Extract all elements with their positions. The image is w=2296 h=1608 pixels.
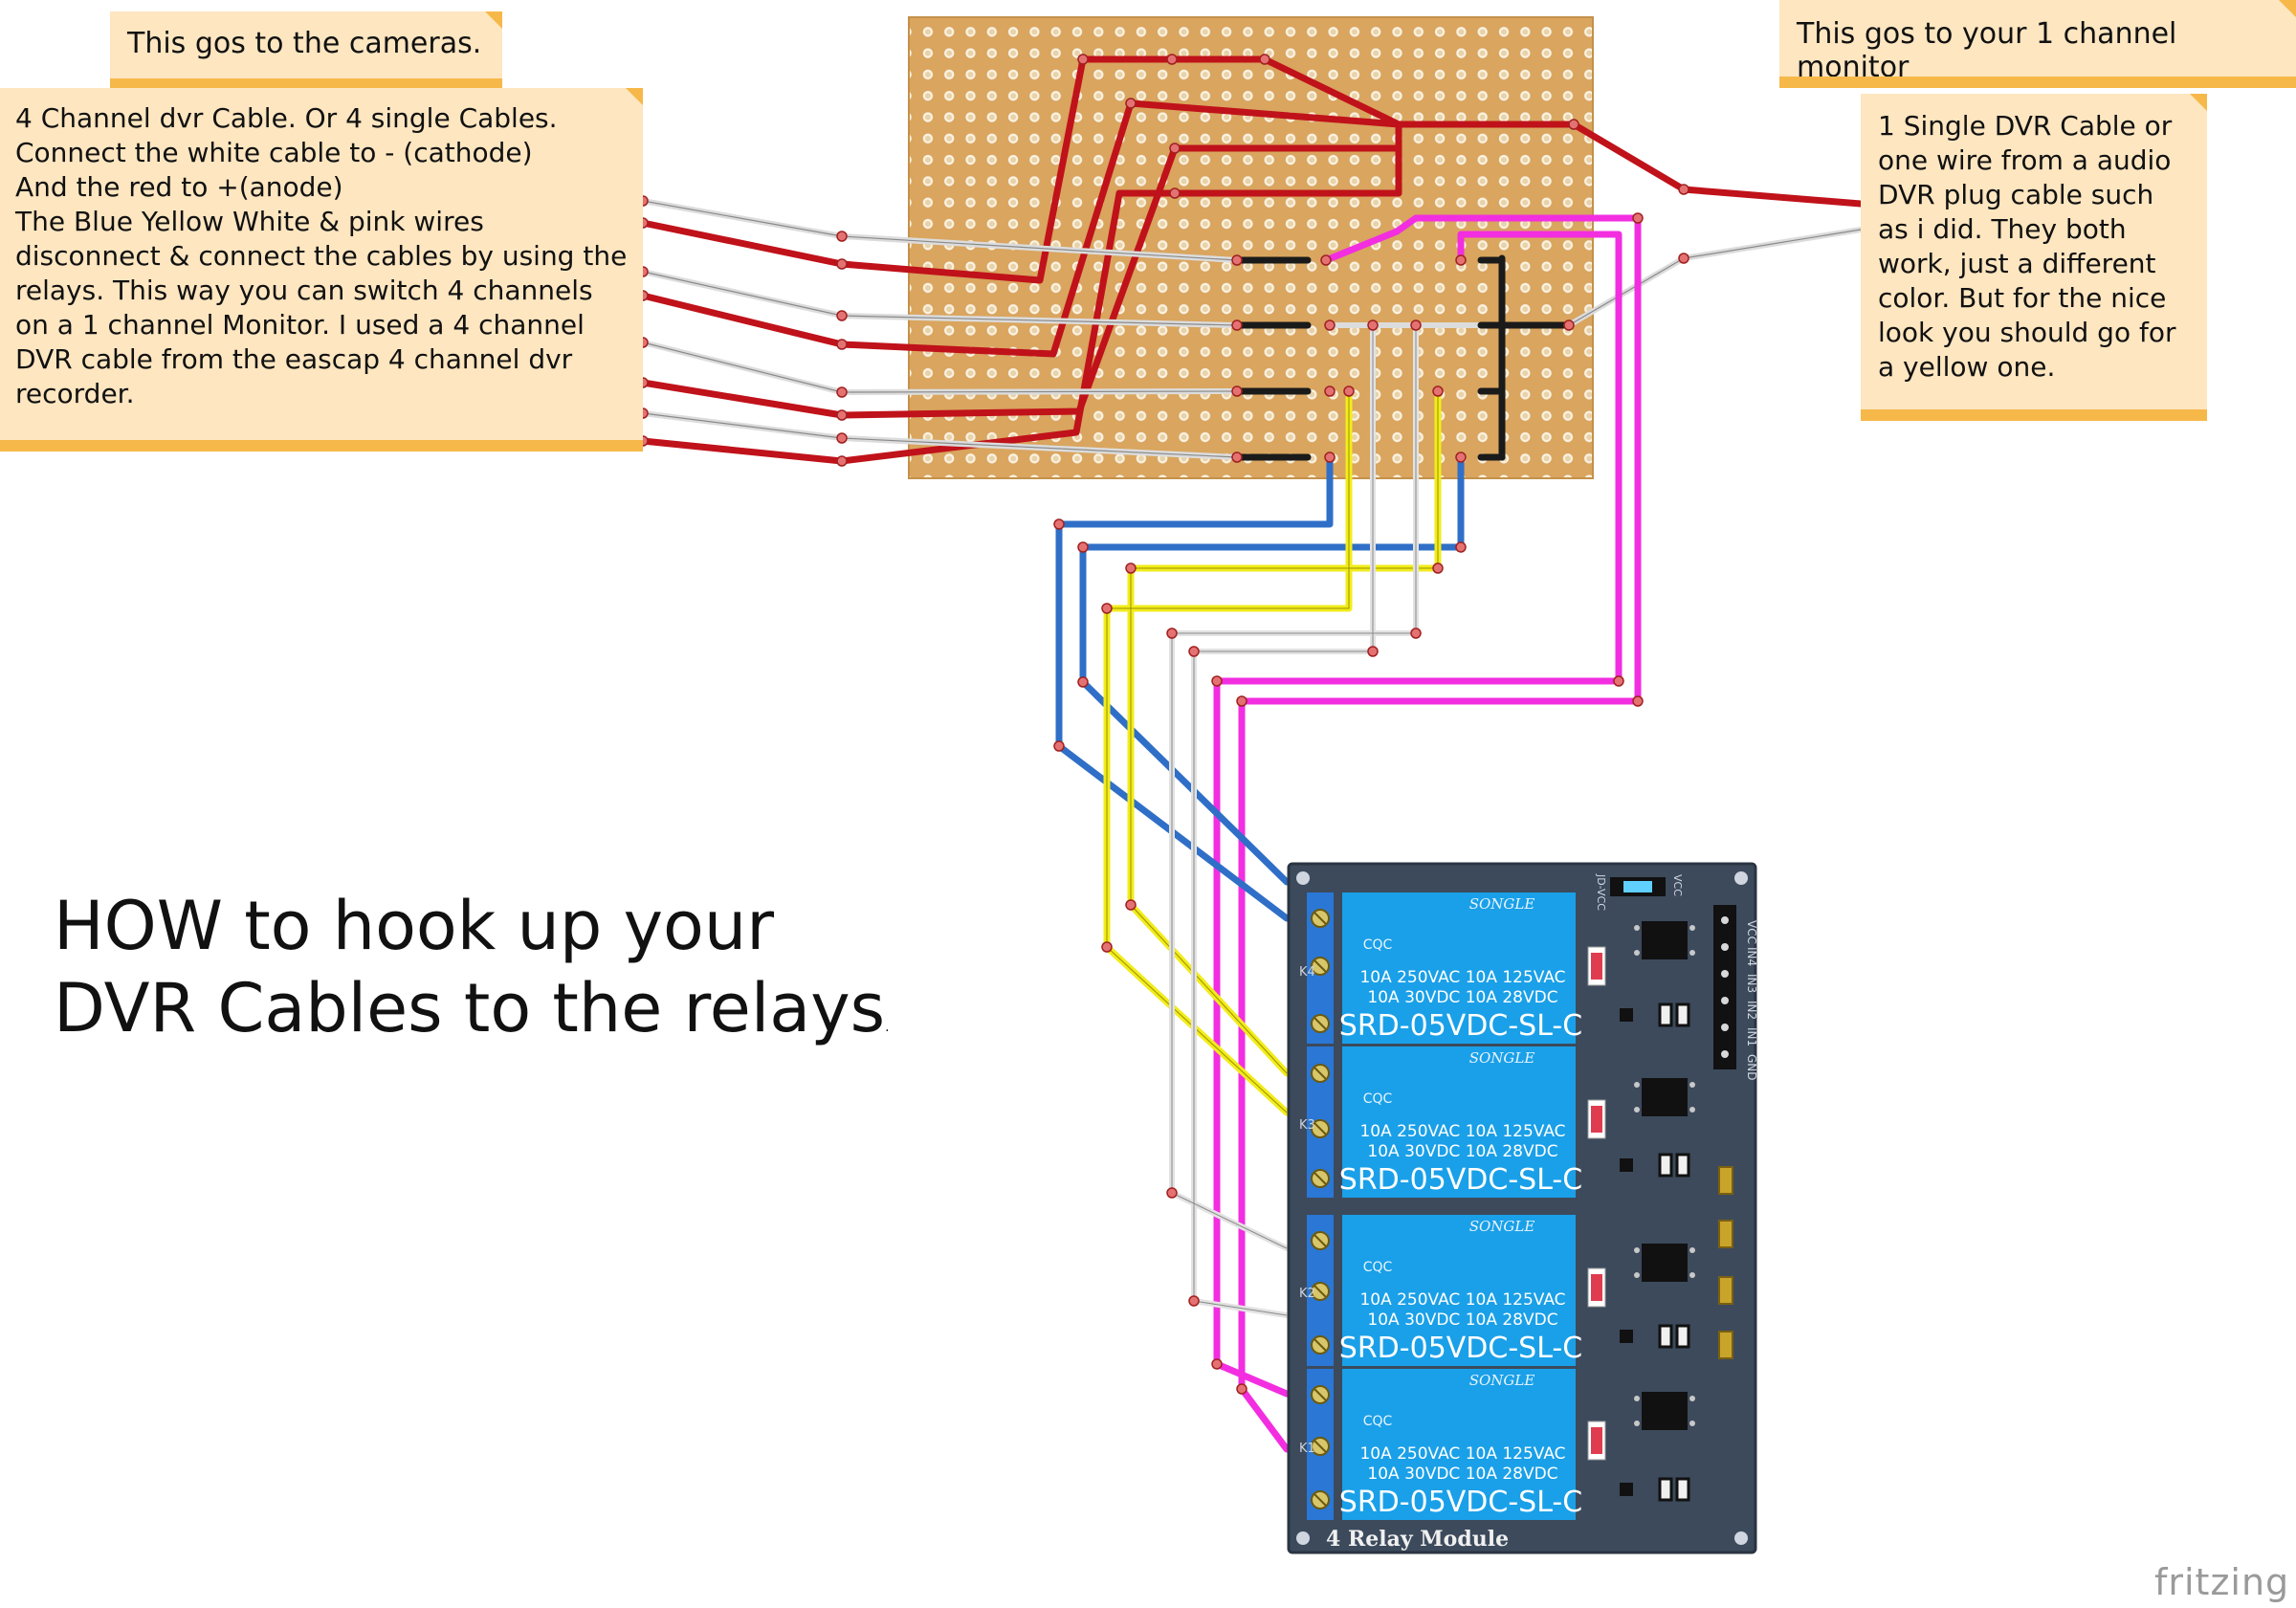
pin-label-vcc: VCC [1745,920,1758,944]
page-title-suffix: . [885,1020,890,1035]
black-jumpers [1233,254,1573,461]
relay-brand: SONGLE [1469,1372,1535,1389]
screw-terminals [1307,892,1334,1520]
relay-rating-2: 10A 30VDC 10A 28VDC [1367,1465,1557,1484]
pin-label-in1: IN1 [1745,1027,1758,1046]
relay-module: SONGLE CQC 10A 250VAC 10A 125VAC 10A 30V… [1287,862,1758,1554]
note-single-cable: 1 Single DVR Cable or one wire from a au… [1861,94,2207,421]
relay-cert: CQC [1363,1091,1393,1107]
note-dvr-cable-text: 4 Channel dvr Cable. Or 4 single Cables.… [15,102,628,409]
indicator-leds [1587,946,1606,1461]
relay-k2: SONGLE CQC 10A 250VAC 10A 125VAC 10A 30V… [1339,1215,1582,1366]
relay-k4: SONGLE CQC 10A 250VAC 10A 125VAC 10A 30V… [1339,892,1582,1044]
note-cameras: This gos to the cameras. [110,11,502,90]
note-cameras-text: This gos to the cameras. [127,27,482,60]
relay-k1: SONGLE CQC 10A 250VAC 10A 125VAC 10A 30V… [1339,1369,1582,1520]
wire-endpoints [637,54,1689,1395]
relay-rating-1: 10A 250VAC 10A 125VAC [1359,1122,1565,1141]
relay-k3: SONGLE CQC 10A 250VAC 10A 125VAC 10A 30V… [1339,1046,1582,1198]
channel-label-k1: K1 [1299,1442,1315,1456]
fritzing-watermark: fritzing [2154,1561,2290,1603]
jumper-label-jd-vcc: JD-VCC [1595,873,1607,911]
blue-wires [1055,453,1465,922]
status-leds [1718,1166,1733,1359]
channel-labels: K4 K3 K2 K1 [1299,965,1315,1456]
relay-rating-1: 10A 250VAC 10A 125VAC [1359,968,1565,987]
note-bar [0,440,643,452]
red-wires [639,55,1865,465]
transistors [1620,1008,1633,1496]
pin-label-in2: IN2 [1745,1001,1758,1020]
relay-rating-2: 10A 30VDC 10A 28VDC [1367,1142,1557,1161]
relay-brand: SONGLE [1469,1218,1535,1235]
note-monitor: This gos to your 1 channel monitor [1779,0,2296,88]
note-bar [1779,77,2296,88]
relay-rating-2: 10A 30VDC 10A 28VDC [1367,1311,1557,1330]
channel-label-k2: K2 [1299,1287,1315,1301]
pin-label-in4: IN4 [1745,947,1758,966]
relay-model: SRD-05VDC-SL-C [1339,1163,1582,1197]
page-title-text: HOW to hook up your DVR Cables to the re… [54,887,886,1047]
white-wire-out [1566,227,1864,328]
vcc-jumper: JD-VCC VCC [1595,873,1684,911]
pink-wire-1 [1238,214,1642,1453]
relay-brand: SONGLE [1469,895,1535,913]
pin-label-gnd: GND [1745,1054,1758,1081]
relay-cert: CQC [1363,1414,1393,1429]
note-fold [626,88,643,105]
pin-header: VCC IN4 IN3 IN2 IN1 GND [1713,905,1758,1081]
note-bar [110,78,502,90]
note-fold [2190,94,2207,111]
note-bar [1861,409,2207,421]
relay-cert: CQC [1363,1260,1393,1275]
red-wire-trunk [1395,121,1865,208]
relay-brand: SONGLE [1469,1049,1535,1067]
note-fold [2279,0,2296,17]
relay-model: SRD-05VDC-SL-C [1339,1486,1582,1519]
relay-rating-1: 10A 250VAC 10A 125VAC [1359,1290,1565,1310]
red-wire-2 [639,99,1402,358]
module-label: 4 Relay Module [1326,1527,1509,1552]
relay-model: SRD-05VDC-SL-C [1339,1009,1582,1043]
smd-components [1658,1002,1690,1502]
jumper-label-vcc: VCC [1671,874,1684,896]
relay-model: SRD-05VDC-SL-C [1339,1332,1582,1365]
pin-label-in3: IN3 [1745,974,1758,993]
relay-cert: CQC [1363,937,1393,953]
note-dvr-cable: 4 Channel dvr Cable. Or 4 single Cables.… [0,88,643,452]
channel-label-k3: K3 [1299,1118,1315,1133]
channel-label-k4: K4 [1299,965,1315,980]
relay-rating-1: 10A 250VAC 10A 125VAC [1359,1444,1565,1464]
optocouplers [1634,921,1695,1430]
red-wire-3 [639,144,1402,419]
relay-rating-2: 10A 30VDC 10A 28VDC [1367,988,1557,1007]
note-single-cable-text: 1 Single DVR Cable or one wire from a au… [1878,110,2176,383]
note-fold [485,11,502,29]
note-monitor-text: This gos to your 1 channel monitor [1797,17,2177,84]
page-title: HOW to hook up your DVR Cables to the re… [54,885,890,1068]
